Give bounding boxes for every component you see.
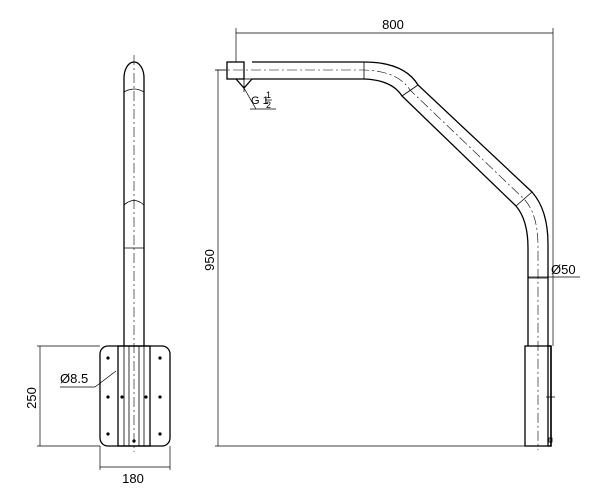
thread-label: G 1 — [251, 95, 269, 107]
plate-channel — [117, 345, 151, 447]
hole-diameter-label: Ø8.5 — [60, 371, 88, 386]
thread-leader — [243, 87, 257, 110]
thread-fraction-denominator: 2 — [266, 100, 271, 110]
tube-inner-edge — [252, 78, 529, 346]
hole-leader-arrow — [94, 370, 117, 388]
base-plate-face — [547, 345, 552, 447]
tube-joint-3 — [515, 191, 533, 207]
tube-centerline — [215, 69, 539, 450]
mount-hole — [106, 356, 110, 360]
plate-height-label: 250 — [24, 387, 39, 409]
mount-hole — [158, 356, 162, 360]
tube-outer-edge — [252, 61, 549, 346]
mount-hole — [106, 395, 110, 399]
thread-fraction-numerator: 1 — [266, 90, 271, 100]
tube-joint-2 — [123, 200, 145, 206]
mount-hole — [106, 432, 110, 436]
mount-hole — [120, 395, 124, 399]
mount-hole — [158, 395, 162, 399]
tube-joint-1 — [123, 88, 145, 93]
plate-width-label: 180 — [122, 471, 144, 486]
base-plate-bolt — [548, 437, 553, 443]
side-view: 250 180 Ø8.5 — [24, 55, 171, 486]
mount-hole — [158, 432, 162, 436]
mount-hole — [144, 395, 148, 399]
mount-hole — [132, 439, 136, 443]
tube-joint-2 — [401, 84, 419, 97]
total-height-label: 950 — [202, 249, 217, 271]
tube-diameter-label: Ø50 — [551, 262, 576, 277]
thread-fitting — [226, 61, 245, 80]
front-view: 800 950 Ø50 G 1 1 2 — [202, 17, 580, 450]
arm-length-label: 800 — [382, 17, 404, 32]
